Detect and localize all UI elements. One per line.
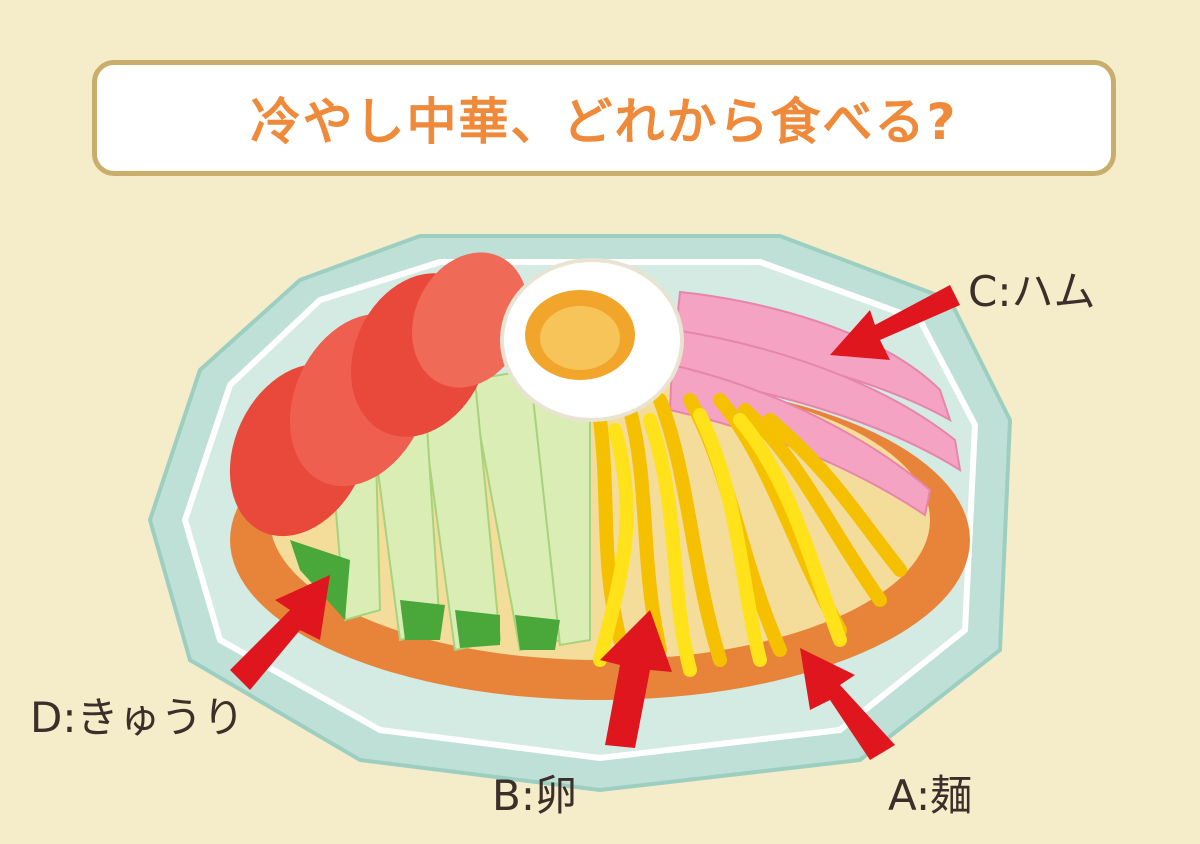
label-ham: C:ハム bbox=[968, 267, 1096, 316]
arrow-to-ham bbox=[830, 285, 960, 360]
arrow-to-cucumber bbox=[230, 575, 330, 690]
label-cucumber: D:きゅうり bbox=[30, 693, 245, 742]
title-banner: 冷やし中華、どれから食べる? bbox=[92, 60, 1116, 176]
boiled-egg bbox=[500, 258, 684, 422]
label-egg: B:卵 bbox=[492, 771, 577, 820]
egg-strips bbox=[593, 393, 907, 677]
arrow-to-noodle bbox=[800, 648, 895, 760]
page-title: 冷やし中華、どれから食べる? bbox=[250, 93, 958, 151]
arrow-to-egg bbox=[600, 610, 672, 748]
tomato-slices bbox=[229, 252, 528, 537]
label-noodle: A:麺 bbox=[888, 771, 973, 820]
